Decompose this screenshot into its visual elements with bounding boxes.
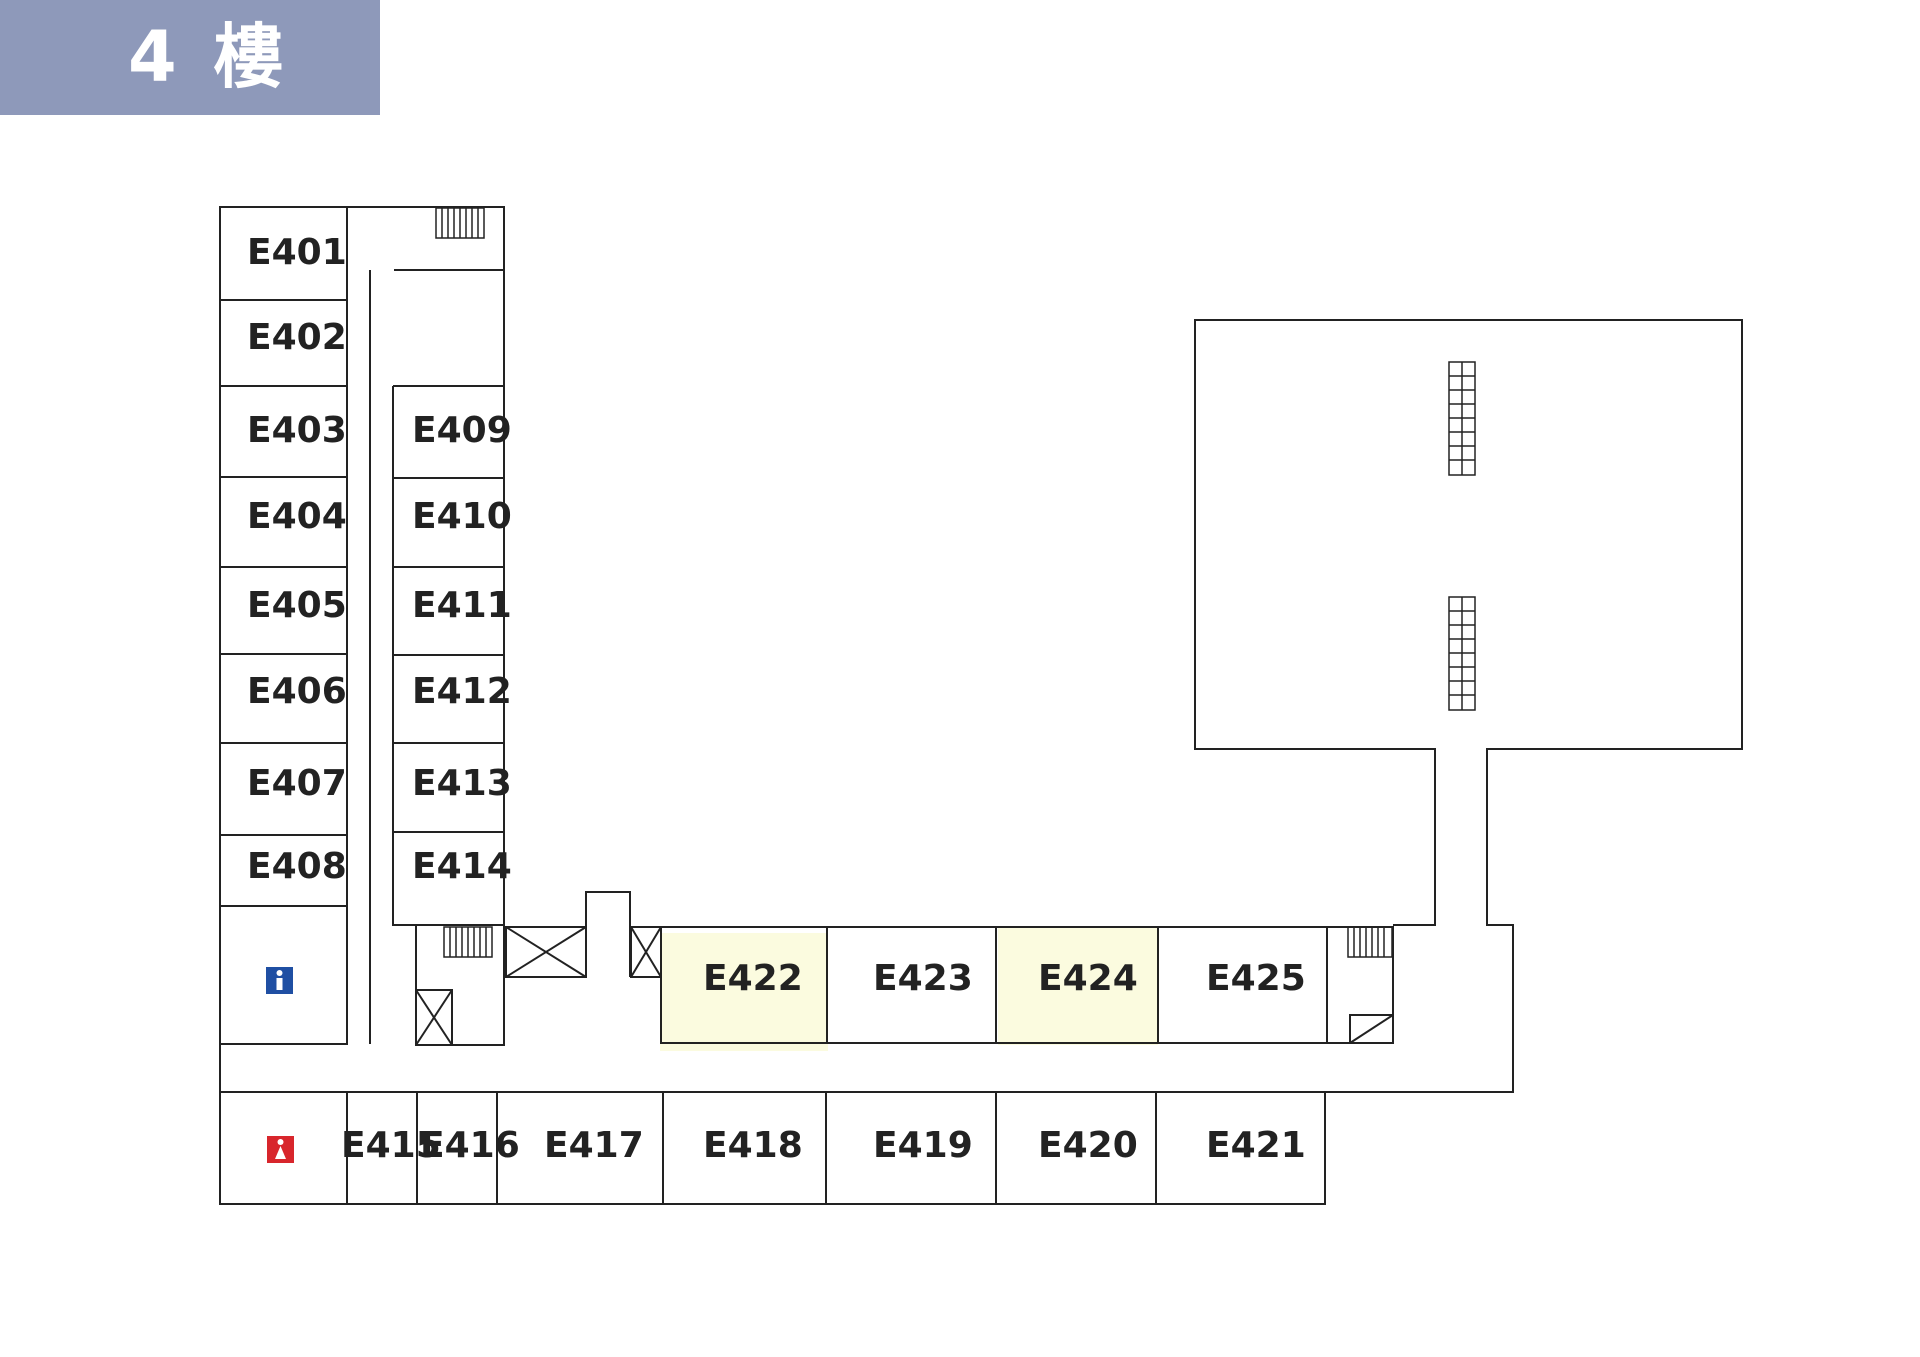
female-restroom-icon	[267, 1136, 294, 1163]
room-label: E405	[247, 585, 347, 626]
stairs-icon	[1347, 926, 1393, 958]
stairs-icon	[435, 207, 485, 239]
walls	[219, 206, 1743, 1205]
room-e422-highlight	[660, 933, 828, 1051]
room-label: E404	[247, 496, 347, 537]
room-labels: E401 E402 E403 E404 E405 E406 E407 E408 …	[247, 232, 1306, 1166]
room-label: E412	[412, 671, 512, 712]
room-label: E410	[412, 496, 512, 537]
room-label: E425	[1206, 958, 1306, 999]
room-label: E407	[247, 763, 347, 804]
room-label: E419	[873, 1125, 973, 1166]
room-label: E423	[873, 958, 973, 999]
stairs-icon	[1448, 361, 1476, 476]
room-label: E403	[247, 410, 347, 451]
room-label: E413	[412, 763, 512, 804]
room-label: E406	[247, 671, 347, 712]
room-label: E417	[544, 1125, 644, 1166]
male-restroom-icon	[266, 967, 293, 994]
room-label: E415	[341, 1125, 441, 1166]
floor-title: 4 樓	[128, 16, 290, 98]
room-e424-highlight	[998, 927, 1158, 1045]
room-label: E402	[247, 317, 347, 358]
room-label: E409	[412, 410, 512, 451]
room-label: E418	[703, 1125, 803, 1166]
room-label: E422	[703, 958, 803, 999]
room-label: E421	[1206, 1125, 1306, 1166]
room-label: E414	[412, 846, 512, 887]
room-label: E408	[247, 846, 347, 887]
stairs-icon	[443, 926, 493, 958]
room-label: E411	[412, 585, 512, 626]
room-label: E401	[247, 232, 347, 273]
room-label: E424	[1038, 958, 1138, 999]
room-label: E420	[1038, 1125, 1138, 1166]
stairs-icon	[1448, 596, 1476, 711]
floor-header: 4 樓	[0, 0, 380, 115]
room-label: E416	[420, 1125, 520, 1166]
